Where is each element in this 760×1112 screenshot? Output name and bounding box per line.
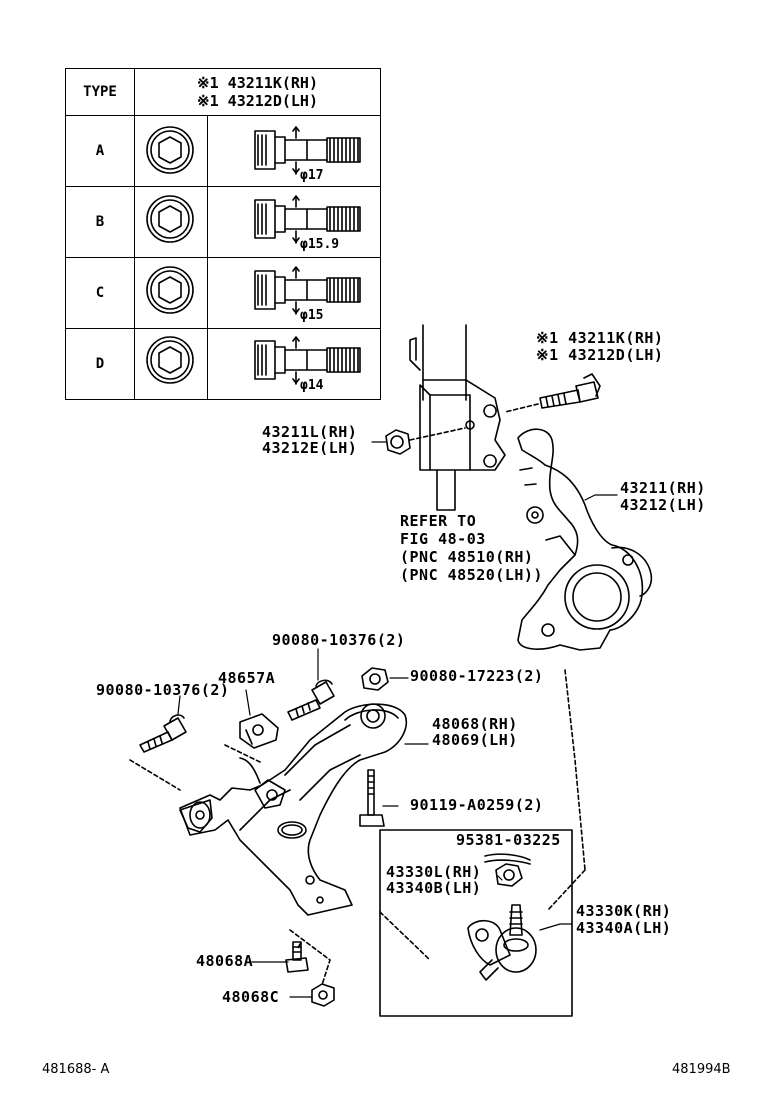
- label-bolt-90119: 90119-A0259(2): [410, 796, 544, 814]
- dash-lines: [289, 669, 586, 986]
- label-refer-2: FIG 48-03: [400, 530, 486, 548]
- label-balljoint-rh: 43330K(RH): [576, 902, 672, 920]
- label-knuckle-rh: 43211(RH): [620, 479, 706, 497]
- dim-type-a: φ17: [300, 168, 324, 183]
- label-bolt-48068a: 48068A: [196, 952, 254, 970]
- strut-assembly: [409, 324, 506, 511]
- label-arm-lh: 48069(LH): [432, 731, 518, 749]
- dim-type-d: φ14: [300, 378, 324, 393]
- arm-nut-top: [361, 667, 389, 691]
- type-a-label: A: [95, 143, 105, 159]
- table-header-line-2: ※1 43212D(LH): [197, 92, 318, 110]
- table-header-line-1: ※1 43211K(RH): [197, 74, 318, 92]
- label-knuckle-lh: 43212(LH): [620, 496, 706, 514]
- label-refer-1: REFER TO: [400, 512, 477, 530]
- label-bolt-lh: ※1 43212D(LH): [536, 346, 664, 364]
- type-c-label: C: [95, 285, 105, 301]
- label-cotter-pin: 95381-03225: [456, 831, 561, 849]
- ball-joint: [467, 904, 537, 981]
- bracket-48657a: [224, 713, 279, 763]
- label-nut-48068c: 48068C: [222, 988, 280, 1006]
- label-bj-nut-rh: 43330L(RH): [386, 863, 482, 881]
- cotter-pin: [484, 853, 531, 865]
- dim-type-b: φ15.9: [300, 237, 340, 252]
- strut-nut: [385, 427, 466, 455]
- arm-bolt-left: [129, 714, 187, 791]
- label-nut-90080: 90080-17223(2): [410, 667, 544, 685]
- label-bj-nut-lh: 43340B(LH): [386, 879, 482, 897]
- lower-bolt-48068a: [285, 941, 309, 973]
- label-refer-3: (PNC 48510(RH): [400, 548, 534, 566]
- label-arm-rh: 48068(RH): [432, 715, 518, 733]
- dim-type-c: φ15: [300, 308, 324, 323]
- type-header: TYPE: [83, 84, 117, 100]
- arm-bolt-mid: [287, 679, 335, 721]
- label-bracket: 48657A: [218, 669, 276, 687]
- type-b-label: B: [95, 214, 105, 230]
- strut-bolt: [504, 373, 601, 413]
- ball-joint-box: [379, 829, 573, 1017]
- label-bolt-90080-left: 90080-10376(2): [96, 681, 230, 699]
- type-d-label: D: [95, 356, 105, 372]
- lower-control-arm: [179, 703, 407, 916]
- label-bolt-90080-mid: 90080-10376(2): [272, 631, 406, 649]
- label-nut-rh: 43211L(RH): [262, 423, 358, 441]
- label-nut-lh: 43212E(LH): [262, 439, 358, 457]
- illustration-code-left: 481688- A: [42, 1062, 110, 1077]
- bolt-type-table: TYPE ※1 43211K(RH) ※1 43212D(LH) A B C D: [65, 68, 381, 400]
- steering-knuckle: [517, 428, 653, 651]
- label-balljoint-lh: 43340A(LH): [576, 919, 672, 937]
- illustration-code-right: 481994B: [672, 1062, 731, 1077]
- arm-long-bolt: [359, 769, 385, 827]
- label-refer-4: (PNC 48520(LH)): [400, 566, 543, 584]
- label-bolt-rh: ※1 43211K(RH): [536, 329, 664, 347]
- leader-lines: [177, 441, 618, 998]
- lower-nut-48068c: [311, 983, 335, 1007]
- ball-joint-nut: [495, 863, 523, 887]
